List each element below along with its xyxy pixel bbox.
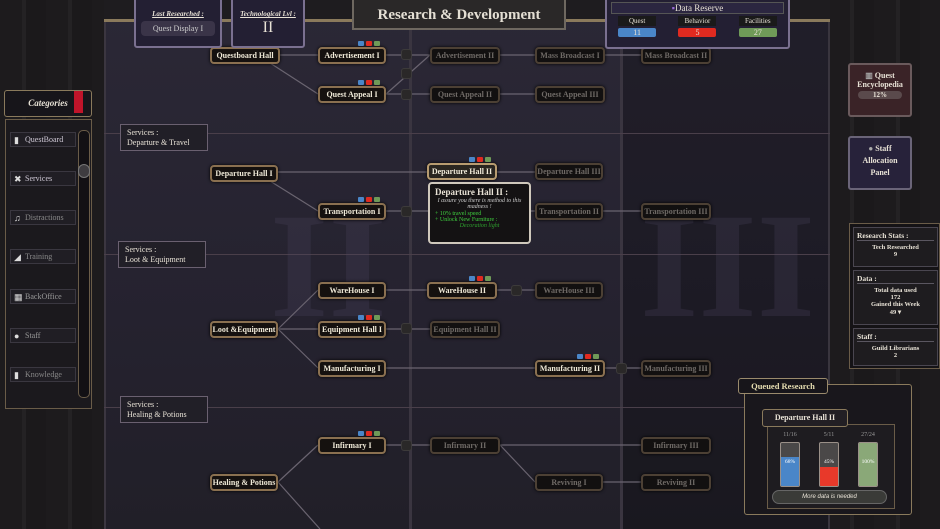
section-departure-travel: Services :Departure & Travel xyxy=(120,124,208,151)
facilities-data-bar: 100% xyxy=(858,442,878,487)
lock-icon xyxy=(401,89,412,100)
category-services[interactable]: ✖Services xyxy=(10,171,76,186)
quest-data-bar: 68% xyxy=(780,442,800,487)
node-infirmary-1[interactable]: Infirmary I xyxy=(318,431,386,454)
last-researched-panel: Last Researched : Quest Display I xyxy=(134,0,222,48)
tech-level-panel: Technological Lvl : II xyxy=(231,0,305,48)
cost-badges xyxy=(358,80,380,85)
data-icon: ▪ xyxy=(671,3,675,13)
lock-icon xyxy=(401,49,412,60)
cost-badges xyxy=(358,431,380,436)
node-infirmary-3[interactable]: Infirmary III xyxy=(641,437,711,454)
node-transportation-1[interactable]: Transportation I xyxy=(318,197,386,220)
node-advertisement-1[interactable]: Advertisement I xyxy=(318,41,386,64)
queued-status: More data is needed xyxy=(772,490,887,504)
lock-icon xyxy=(401,323,412,334)
lock-icon xyxy=(511,285,522,296)
node-warehouse-1[interactable]: WareHouse I xyxy=(318,282,386,299)
categories-header: Categories xyxy=(4,90,92,117)
category-knowledge[interactable]: ▮Knowledge xyxy=(10,367,76,382)
node-quest-appeal-1[interactable]: Quest Appeal I xyxy=(318,80,386,103)
node-departure-hall-1[interactable]: Departure Hall I xyxy=(210,165,278,182)
node-manufacturing-2[interactable]: Manufacturing II xyxy=(535,354,605,377)
section-healing-potions: Services :Healing & Potions xyxy=(120,396,208,423)
category-training[interactable]: ◢Training xyxy=(10,249,76,264)
cost-badges xyxy=(577,354,599,359)
categories-scrollbar[interactable] xyxy=(78,130,90,398)
category-questboard[interactable]: ▮QuestBoard xyxy=(10,132,76,147)
lock-icon xyxy=(616,363,627,374)
queued-research-title: Queued Research xyxy=(738,378,828,394)
node-questboard-hall[interactable]: Questboard Hall xyxy=(210,47,280,64)
node-loot-equipment[interactable]: Loot &Equipment xyxy=(210,321,278,338)
node-reviving-1[interactable]: Reviving I xyxy=(535,474,603,491)
lock-icon xyxy=(401,440,412,451)
categories-list xyxy=(5,119,92,409)
cost-badges xyxy=(469,157,491,162)
node-advertisement-2[interactable]: Advertisement II xyxy=(430,47,500,64)
cost-badges xyxy=(358,197,380,202)
node-departure-hall-2[interactable]: Departure Hall II xyxy=(427,157,497,180)
node-quest-appeal-3[interactable]: Quest Appeal III xyxy=(535,86,605,103)
node-departure-hall-3[interactable]: Departure Hall III xyxy=(535,163,603,180)
node-transportation-3[interactable]: Transportation III xyxy=(641,203,711,220)
cost-badges xyxy=(469,276,491,281)
node-equipment-hall-2[interactable]: Equipment Hall II xyxy=(430,321,500,338)
person-icon: ● xyxy=(868,144,876,153)
cost-badges xyxy=(358,41,380,46)
lock-icon xyxy=(401,206,412,217)
book-icon: ▮ xyxy=(14,135,19,145)
tools-icon: ✖ xyxy=(14,174,22,184)
encyclopedia-progress: 12% xyxy=(858,91,902,99)
node-equipment-hall-1[interactable]: Equipment Hall I xyxy=(318,315,386,338)
books-icon: ▥ xyxy=(865,71,875,80)
node-mass-broadcast-1[interactable]: Mass Broadcast I xyxy=(535,47,605,64)
node-transportation-2[interactable]: Transportation II xyxy=(535,203,603,220)
music-icon: ♫ xyxy=(14,213,21,223)
bookmark-icon xyxy=(74,91,83,113)
node-reviving-2[interactable]: Reviving II xyxy=(641,474,711,491)
category-distractions[interactable]: ♫Distractions xyxy=(10,210,76,225)
muscle-icon: ◢ xyxy=(14,252,21,262)
node-tooltip: Departure Hall II : I assure you there i… xyxy=(428,182,531,244)
node-infirmary-2[interactable]: Infirmary II xyxy=(430,437,500,454)
node-warehouse-3[interactable]: WareHouse III xyxy=(535,282,603,299)
staff-allocation-button[interactable]: ● Staff Allocation Panel xyxy=(848,136,912,190)
person-icon: ● xyxy=(14,331,20,341)
node-quest-appeal-2[interactable]: Quest Appeal II xyxy=(430,86,500,103)
lock-icon xyxy=(401,68,412,79)
quest-encyclopedia-button[interactable]: ▥ Quest Encyclopedia 12% xyxy=(848,63,912,117)
queued-item-title: Departure Hall II xyxy=(762,409,848,427)
node-mass-broadcast-2[interactable]: Mass Broadcast II xyxy=(641,47,711,64)
calculator-icon: ▦ xyxy=(14,292,23,302)
node-manufacturing-3[interactable]: Manufacturing III xyxy=(641,360,711,377)
node-healing-potions[interactable]: Healing & Potions xyxy=(210,474,278,491)
scrollbar-thumb[interactable] xyxy=(78,164,90,178)
behavior-data-bar: 45% xyxy=(819,442,839,487)
node-manufacturing-1[interactable]: Manufacturing I xyxy=(318,360,386,377)
cost-badges xyxy=(358,315,380,320)
book-icon: ▮ xyxy=(14,370,19,380)
node-warehouse-2[interactable]: WareHouse II xyxy=(427,276,497,299)
category-staff[interactable]: ●Staff xyxy=(10,328,76,343)
page-title: Research & Development xyxy=(352,0,566,30)
category-backoffice[interactable]: ▦BackOffice xyxy=(10,289,76,304)
section-loot-equipment: Services :Loot & Equipment xyxy=(118,241,206,268)
